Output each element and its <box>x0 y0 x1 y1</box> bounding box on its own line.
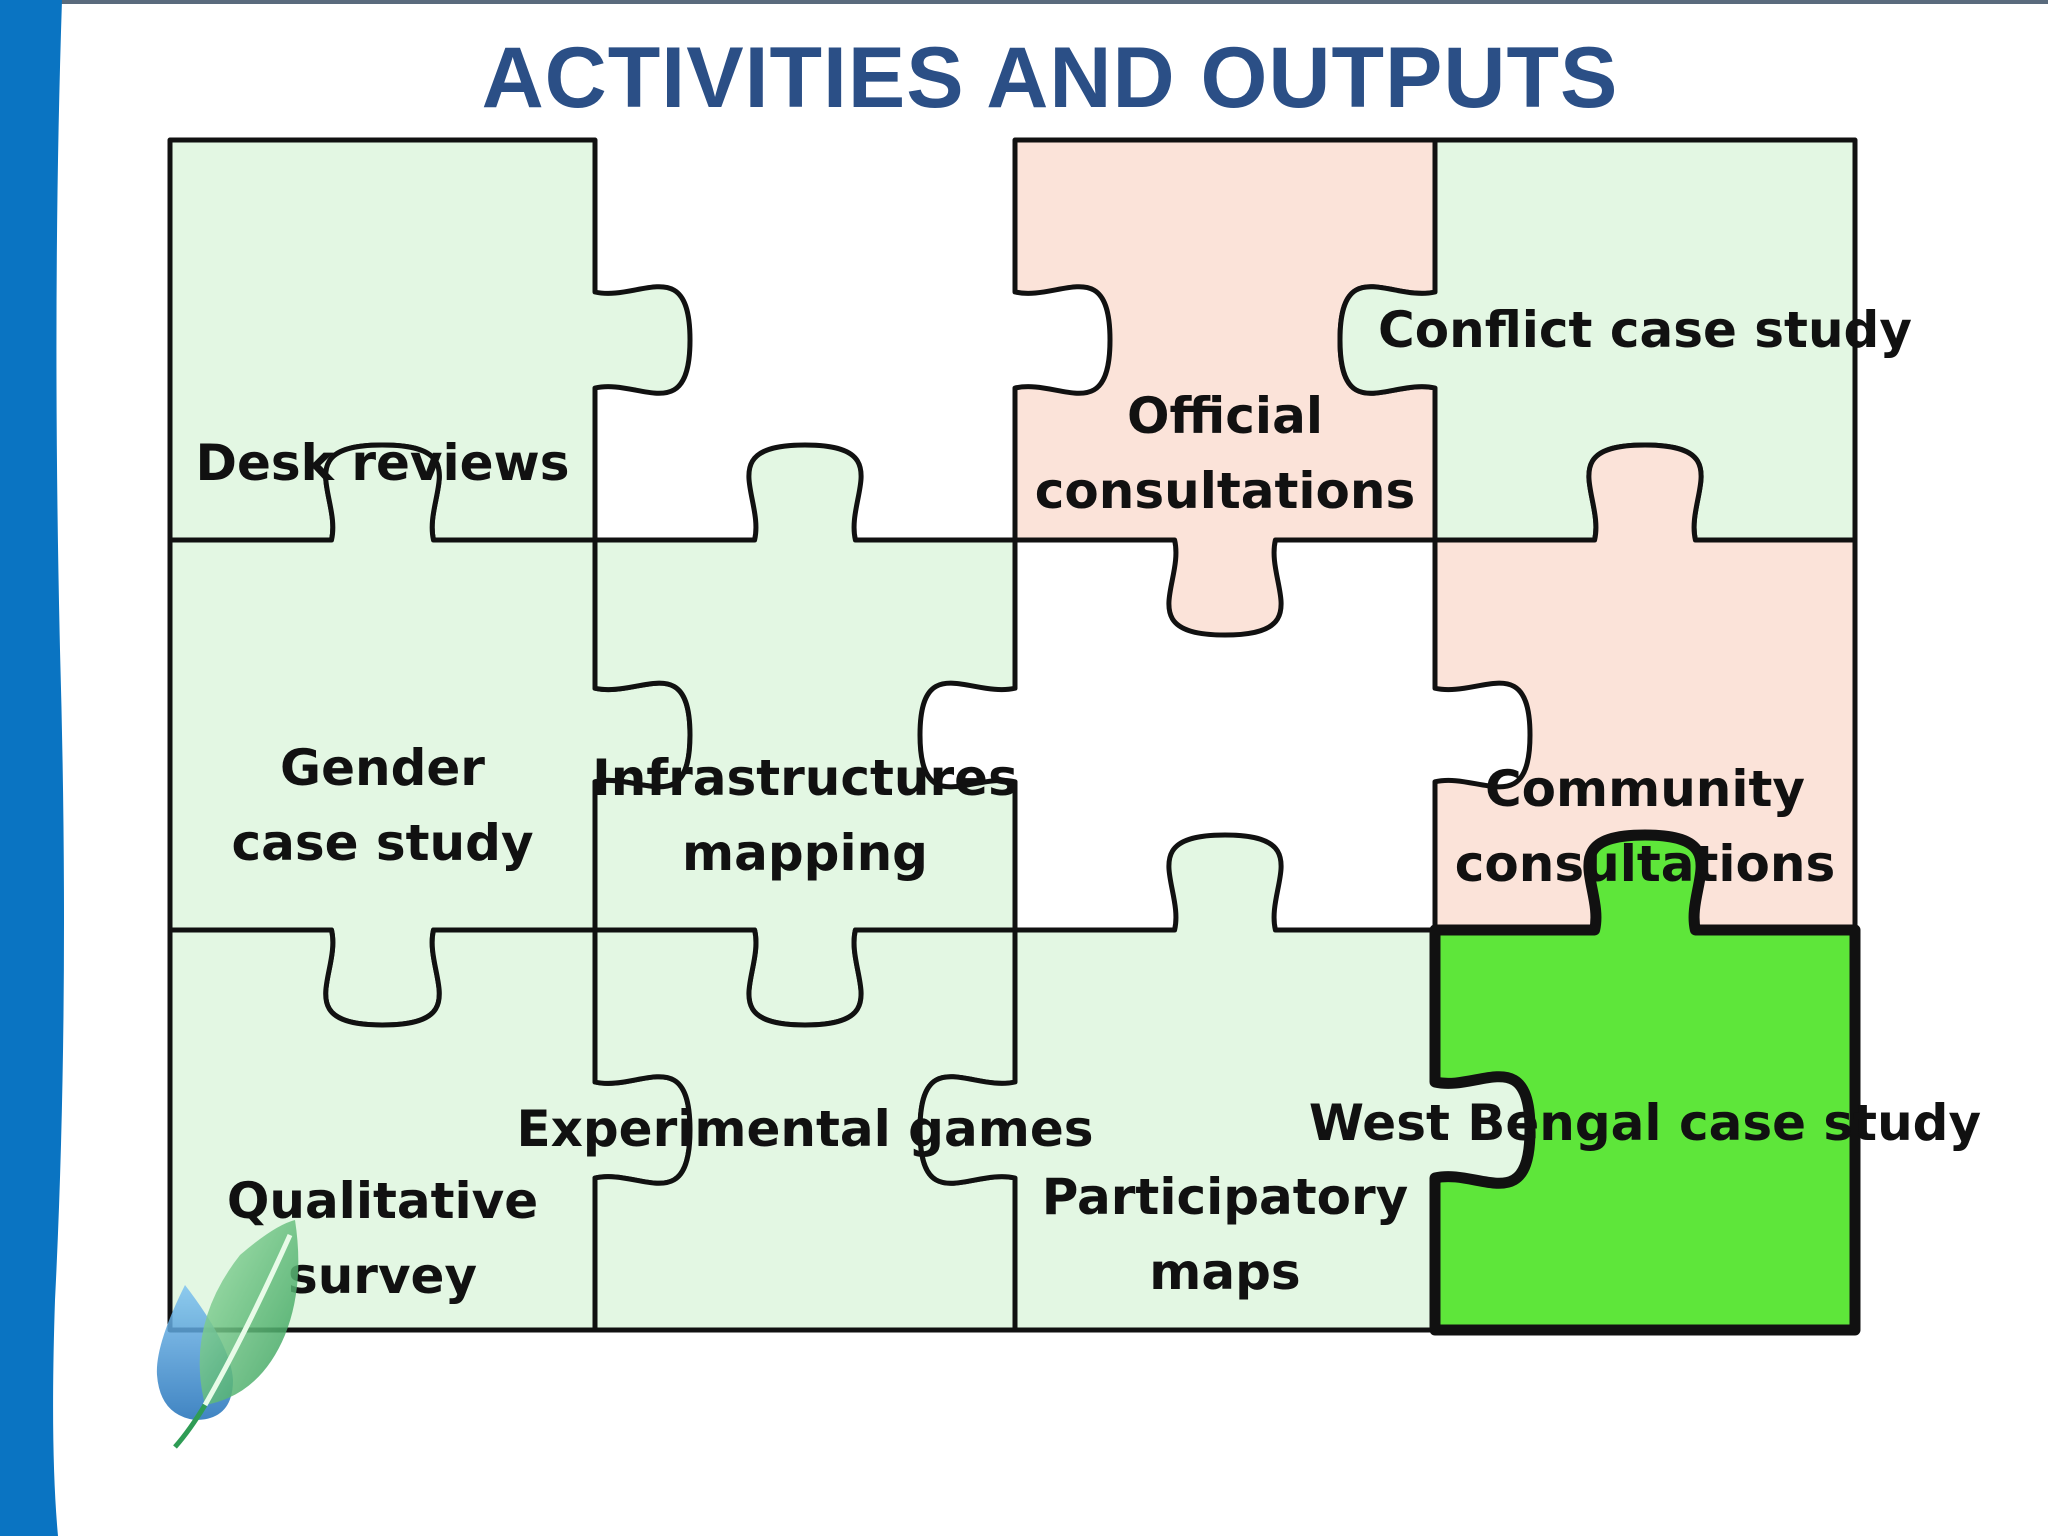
top-rule <box>0 0 2048 4</box>
water-drop-leaf-icon <box>156 1220 299 1449</box>
label-desk-reviews: Desk reviews <box>196 434 570 492</box>
label-community-consultations: Community consultations <box>1455 760 1835 893</box>
label-line: Experimental games <box>516 1100 1093 1158</box>
label-experimental-games: Experimental games <box>516 1100 1093 1158</box>
label-line: case study <box>231 814 533 872</box>
label-line: Official <box>1127 387 1323 445</box>
label-west-bengal-case-study: West Bengal case study <box>1309 1094 1981 1152</box>
leaf-stem <box>173 1403 208 1449</box>
label-line: Gender <box>280 739 485 797</box>
slide-title: ACTIVITIES AND OUTPUTS <box>481 30 1619 126</box>
label-line: Participatory <box>1042 1168 1409 1226</box>
label-participatory-maps: Participatory maps <box>1042 1168 1409 1301</box>
label-gender-case-study: Gender case study <box>231 739 533 872</box>
label-line: Community <box>1485 760 1805 818</box>
label-line: mapping <box>682 824 928 882</box>
side-bar-decoration <box>0 0 64 1536</box>
puzzle-pieces <box>167 137 1861 1336</box>
label-line: Qualitative <box>227 1172 538 1230</box>
label-line: survey <box>288 1247 477 1305</box>
label-conflict-case-study: Conflict case study <box>1378 301 1912 359</box>
label-line: Conflict case study <box>1378 301 1912 359</box>
label-infrastructures-mapping: Infrastructures mapping <box>592 749 1018 882</box>
label-line: Desk reviews <box>196 434 570 492</box>
label-official-consultations: Official consultations <box>1035 387 1415 520</box>
label-line: Infrastructures <box>592 749 1018 807</box>
side-bar-shape <box>0 0 64 1536</box>
label-line: maps <box>1149 1243 1300 1301</box>
label-qualitative-survey: Qualitative survey <box>227 1172 538 1305</box>
label-line: West Bengal case study <box>1309 1094 1981 1152</box>
label-line: consultations <box>1455 835 1835 893</box>
puzzle-piece-west-bengal-case-study <box>1429 829 1861 1336</box>
leaf-vein <box>202 1233 293 1407</box>
label-line: consultations <box>1035 462 1415 520</box>
